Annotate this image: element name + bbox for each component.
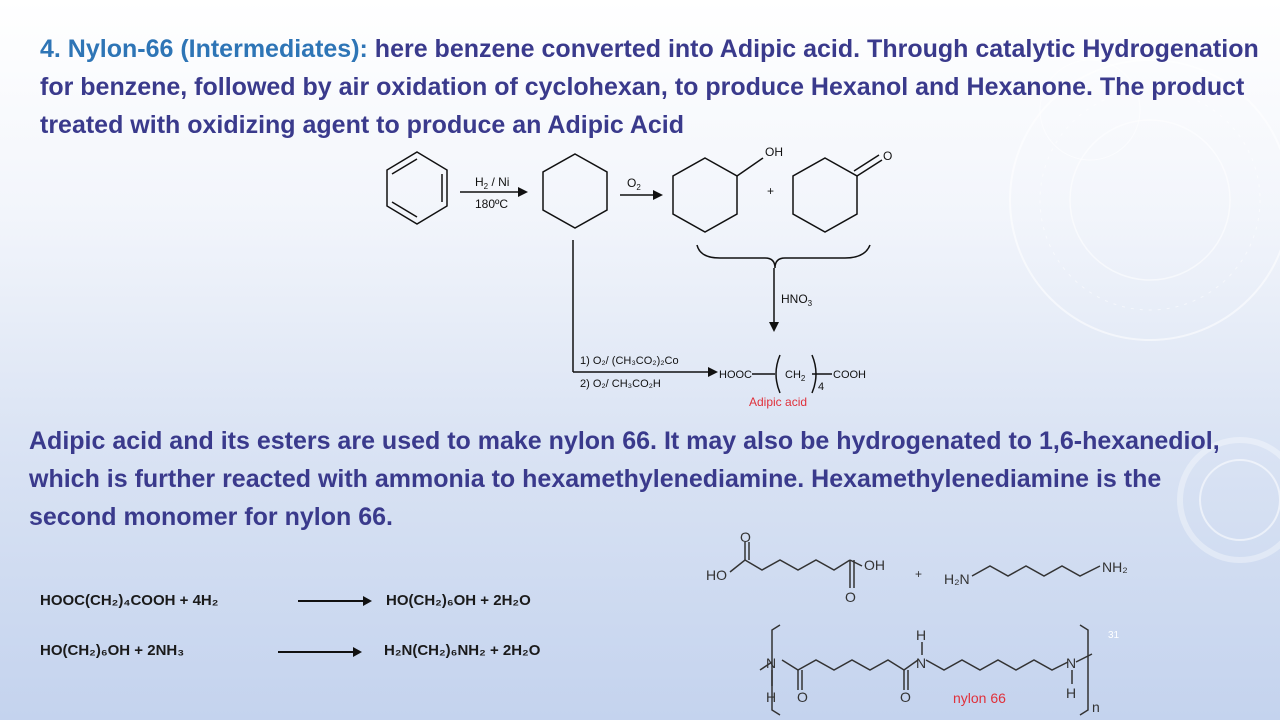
cyclohexanol-ring	[672, 157, 738, 233]
svg-text:NH₂: NH₂	[1102, 559, 1128, 575]
svg-text:N: N	[916, 655, 926, 671]
svg-text:+: +	[767, 184, 774, 198]
benzene-to-adipic-acid-scheme: H2 / Ni 180ºC O2 OH O + HNO3 1) O₂/ (CH₃…	[386, 145, 892, 394]
svg-text:H2 / Ni: H2 / Ni	[475, 175, 509, 191]
svg-text:O: O	[797, 689, 808, 705]
svg-text:HO: HO	[706, 567, 727, 583]
equation-2-reactants: HO(CH₂)₆OH + 2NH₃	[40, 642, 185, 659]
svg-text:HOOC: HOOC	[719, 369, 752, 381]
svg-text:OH: OH	[765, 145, 783, 159]
cyclohexanone-ring	[792, 157, 858, 233]
svg-text:+: +	[915, 567, 922, 581]
slide-title: 4. Nylon-66 (Intermediates): here benzen…	[40, 30, 1270, 144]
cyclohexane-ring	[542, 153, 608, 229]
brace	[696, 244, 871, 269]
svg-text:H: H	[766, 689, 776, 705]
adipic-acid-label: Adipic acid	[749, 395, 808, 409]
svg-text:OH: OH	[864, 557, 885, 573]
temperature-label: 180ºC	[475, 197, 508, 211]
condition-1: 1) O₂/ (CH₃CO₂)₂Co	[580, 355, 679, 367]
svg-text:4: 4	[818, 381, 824, 393]
equation-1-products: HO(CH₂)₆OH + 2H₂O	[386, 592, 531, 609]
svg-text:O: O	[900, 689, 911, 705]
equation-2-arrow	[278, 647, 362, 657]
svg-text:CH2: CH2	[785, 369, 806, 383]
title-number: 4. Nylon-66 (Intermediates):	[40, 35, 368, 63]
nylon-66-structures: O OH HO O + H₂N NH₂ N H O O H N N H n	[706, 529, 1128, 716]
svg-text:H₂N: H₂N	[944, 571, 970, 587]
svg-text:O: O	[740, 529, 751, 545]
equation-1-arrow	[298, 596, 372, 606]
svg-text:N: N	[766, 655, 776, 671]
benzene-ring	[386, 151, 448, 225]
svg-text:N: N	[1066, 655, 1076, 671]
equation-2-products: H₂N(CH₂)₆NH₂ + 2H₂O	[384, 642, 541, 659]
svg-text:O: O	[883, 149, 892, 163]
page-number: 31	[1108, 630, 1120, 641]
svg-text:O: O	[845, 589, 856, 605]
svg-text:H: H	[916, 627, 926, 643]
equation-1-reactants: HOOC(CH₂)₄COOH + 4H₂	[40, 592, 219, 609]
svg-text:n: n	[1092, 699, 1100, 715]
title-text: here benzene converted into Adipic acid.…	[40, 35, 1259, 139]
nylon-66-label: nylon 66	[953, 690, 1006, 706]
body-paragraph: Adipic acid and its esters are used to m…	[29, 427, 1220, 531]
svg-text:H: H	[1066, 685, 1076, 701]
svg-text:COOH: COOH	[833, 369, 866, 381]
svg-text:HNO3: HNO3	[781, 292, 813, 308]
svg-text:O2: O2	[627, 176, 641, 192]
condition-2: 2) O₂/ CH₃CO₂H	[580, 378, 661, 390]
